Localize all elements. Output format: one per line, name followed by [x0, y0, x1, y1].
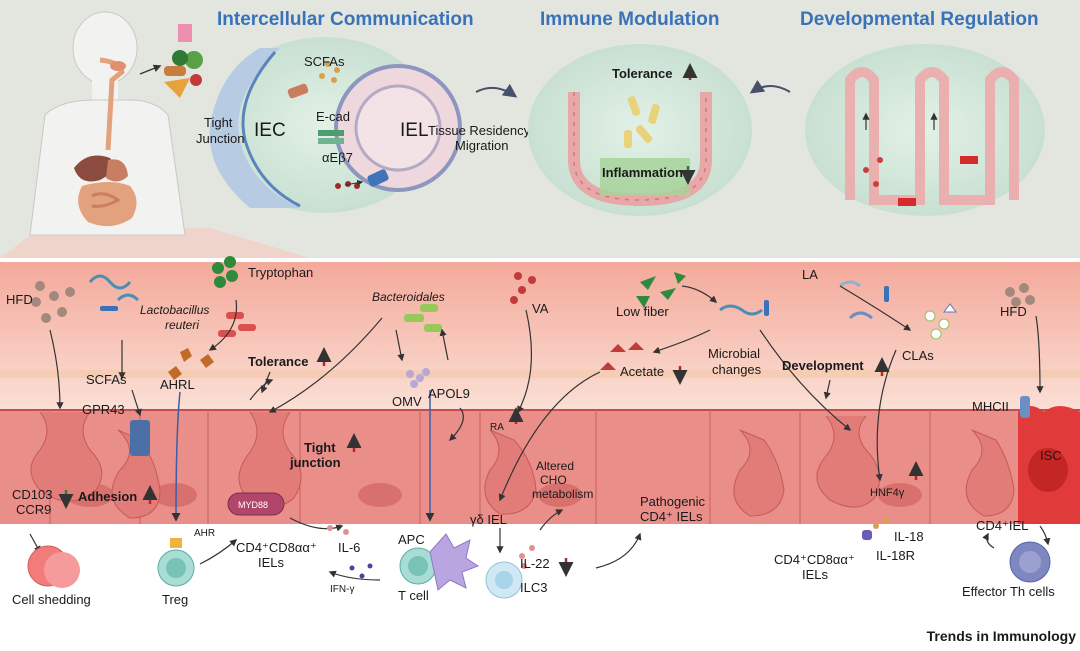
- pathway-arrows: [29, 285, 1051, 581]
- tolerance-bottom-label: Tolerance: [248, 354, 308, 369]
- aeb7-label: αEβ7: [322, 150, 353, 165]
- cd4-iel-label: CD4⁺IEL: [976, 518, 1028, 533]
- cd103-label: CD103: [12, 487, 52, 502]
- cd4cd8-left-line2: IELs: [258, 555, 285, 570]
- human-body-illustration: [29, 11, 203, 236]
- regulation-arrows: [58, 347, 924, 577]
- altered-line3: metabolism: [532, 487, 593, 501]
- il18r-label: IL-18R: [876, 548, 915, 563]
- ilc3-label: ILC3: [520, 580, 547, 595]
- lumen-molecules: [31, 256, 1035, 456]
- effector-label: Effector Th cells: [962, 584, 1055, 599]
- ra-label: RA: [490, 422, 504, 433]
- gpr43-receptor-icon: [130, 420, 150, 456]
- receptor-icon: [367, 169, 389, 187]
- scfa-receptor-icon: [287, 83, 309, 99]
- tight-junction-line1: Tight: [204, 115, 233, 130]
- immune-panel: Tolerance Inflammation: [528, 44, 791, 216]
- microbial-line1: Microbial: [708, 346, 760, 361]
- mhcii-label: MHCII: [972, 399, 1009, 414]
- intercellular-panel: SCFAs Tight Junction IEC E-cad IEL αEβ7 …: [196, 37, 531, 213]
- tissue-residency-label: Tissue Residency: [428, 123, 531, 138]
- liver-icon: [74, 155, 114, 182]
- gpr43-label: GPR43: [82, 402, 125, 417]
- tryptophan-label: Tryptophan: [248, 265, 313, 280]
- treg-label: Treg: [162, 592, 188, 607]
- gut-lumen: [0, 262, 1080, 412]
- il18-label: IL-18: [894, 529, 924, 544]
- altered-line2: CHO: [540, 473, 567, 487]
- la-label: LA: [802, 267, 818, 282]
- tolerance-top-label: Tolerance: [612, 66, 672, 81]
- cell-shedding-label: Cell shedding: [12, 592, 91, 607]
- altered-line1: Altered: [536, 459, 574, 473]
- scfas-bottom-label: SCFAs: [86, 372, 127, 387]
- apol9-label: APOL9: [428, 386, 470, 401]
- lactobacillus-line2: reuteri: [165, 318, 199, 332]
- inflammation-label: Inflammation: [602, 165, 683, 180]
- tight-junction-bottom-line1: Tight: [304, 440, 336, 455]
- scfas-top-label: SCFAs: [304, 54, 345, 69]
- pathogenic-line2: CD4⁺ IELs: [640, 509, 703, 524]
- stomach-icon: [106, 159, 128, 182]
- pathogenic-line1: Pathogenic: [640, 494, 706, 509]
- iel-label: IEL: [400, 120, 429, 141]
- header-immune: Immune Modulation: [540, 9, 719, 30]
- va-label: VA: [532, 301, 549, 316]
- bacteroidales-label: Bacteroidales: [372, 290, 445, 304]
- immune-cells: [27, 517, 1051, 599]
- food-icon: [164, 24, 203, 98]
- cd4cd8-left-line1: CD4⁺CD8αα⁺: [236, 540, 317, 555]
- lactobacillus-line1: Lactobacillus: [140, 303, 209, 317]
- developmental-panel: [805, 44, 1045, 216]
- clas-label: CLAs: [902, 348, 934, 363]
- apc-label: APC: [398, 532, 425, 547]
- migration-label: Migration: [455, 138, 508, 153]
- ccr9-label: CCR9: [16, 502, 51, 517]
- ifng-label: IFN-γ: [330, 584, 354, 595]
- tcell-label: T cell: [398, 588, 429, 603]
- il6-label: IL-6: [338, 540, 360, 555]
- header-intercellular: Intercellular Communication: [217, 9, 474, 30]
- tight-junction-line2: Junction: [196, 131, 244, 146]
- adhesion-label: Adhesion: [78, 489, 137, 504]
- cd4cd8-right-line2: IELs: [802, 567, 829, 582]
- low-fiber-label: Low fiber: [616, 304, 669, 319]
- myd88-shape: [227, 492, 285, 516]
- iec-membrane: [241, 51, 301, 208]
- ahrl-label: AHRL: [160, 377, 195, 392]
- ecad-icon: [318, 130, 344, 136]
- mhcii-icon: [1020, 396, 1030, 418]
- myd88-label: MYD88: [238, 500, 268, 510]
- gd-iel-label: γδ IEL: [470, 512, 507, 527]
- journal-logo: Trends in Immunology: [927, 628, 1077, 644]
- acetate-label: Acetate: [620, 364, 664, 379]
- hfd-left-label: HFD: [6, 292, 33, 307]
- omv-label: OMV: [392, 394, 422, 409]
- microbial-line2: changes: [712, 362, 762, 377]
- cd4cd8-right-line1: CD4⁺CD8αα⁺: [774, 552, 855, 567]
- ecad-label: E-cad: [316, 109, 350, 124]
- hfd-right-label: HFD: [1000, 304, 1027, 319]
- header-developmental: Developmental Regulation: [800, 9, 1039, 30]
- iec-label: IEC: [254, 120, 286, 141]
- apc-cell: [429, 533, 480, 591]
- il22-label: IL-22: [520, 556, 550, 571]
- isc-label: ISC: [1040, 448, 1062, 463]
- tight-junction-bottom-line2: junction: [289, 455, 341, 470]
- hnf4g-label: HNF4γ: [870, 487, 905, 499]
- development-label: Development: [782, 358, 864, 373]
- ahr-label: AHR: [194, 528, 215, 539]
